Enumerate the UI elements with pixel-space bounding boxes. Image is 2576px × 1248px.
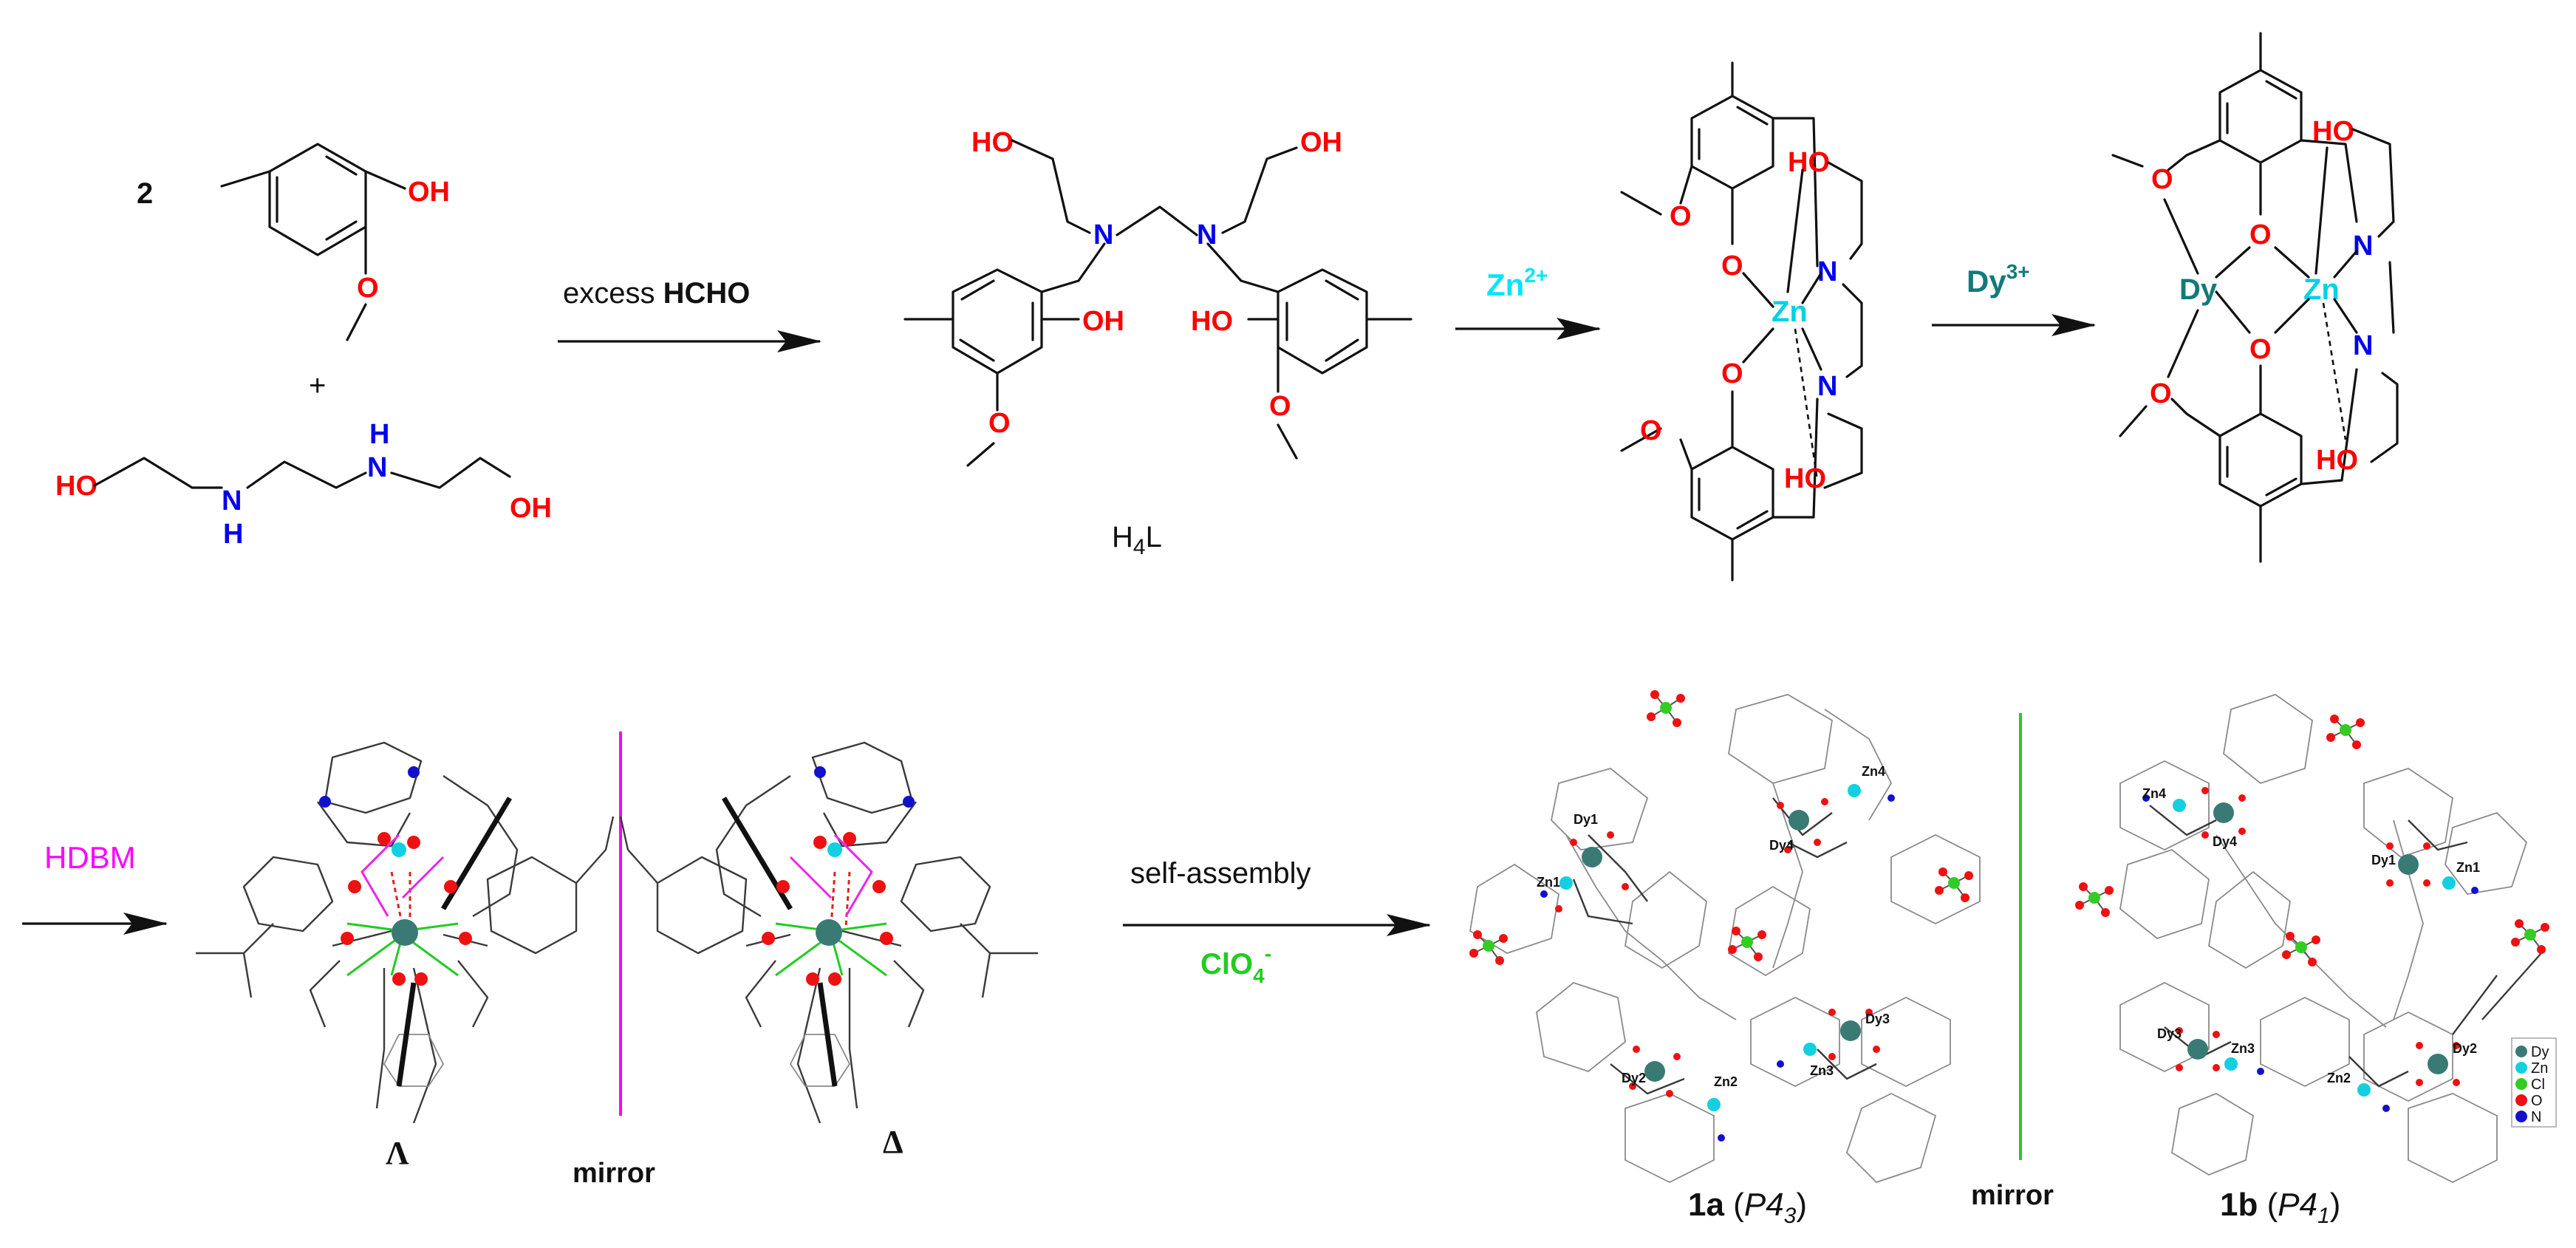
- legend-swatch-dy: [2515, 1046, 2527, 1057]
- zn-ho-bottom: HO: [1784, 463, 1826, 494]
- zn-ho-top: HO: [1788, 147, 1830, 178]
- crystal1b-label-zn2: Zn2: [2327, 1071, 2351, 1085]
- amine-h2: H: [369, 419, 389, 450]
- lambda-label: Λ: [386, 1135, 409, 1171]
- arrow-dy: Dy3+: [1932, 260, 2096, 336]
- arrow-hcho-label: excess HCHO: [563, 277, 750, 310]
- zndy-n-bottom: N: [2353, 330, 2373, 361]
- delta-label: Δ: [883, 1124, 903, 1160]
- crystal1a-label-dy1: Dy1: [1574, 812, 1598, 827]
- zndy-dy: Dy: [2179, 273, 2218, 306]
- crystal1a-label-dy4: Dy4: [1769, 838, 1794, 853]
- ligand-n-right: N: [1197, 219, 1217, 250]
- crystal-structure-1b: Zn4 Dy4 Dy1 Zn1 Dy3 Zn3 Zn2 Dy2: [2075, 694, 2549, 1184]
- zn-metal: Zn: [1772, 296, 1808, 328]
- ligand-name: H4L: [1112, 521, 1162, 559]
- zn-ome-top-o: O: [1670, 201, 1692, 232]
- self-assembly-label: self-assembly: [1130, 857, 1311, 890]
- ligand-h4l: HO N N OH OH O HO O H4L: [903, 127, 1412, 559]
- methoxy-o: O: [357, 273, 379, 304]
- phenol-oh: OH: [408, 177, 450, 208]
- zn-o-bottom: O: [1721, 358, 1743, 389]
- legend-label-dy: Dy: [2531, 1044, 2549, 1060]
- crystal1b-label-dy4: Dy4: [2213, 834, 2237, 849]
- arrow-hdbm-label: HDBM: [44, 840, 136, 875]
- arrow-hdbm: HDBM: [22, 840, 168, 935]
- ligand-ome-right-o: O: [1269, 391, 1291, 422]
- lambda-enantiomer: Λ: [196, 741, 615, 1171]
- crystal1b-label-dy2: Dy2: [2453, 1041, 2477, 1056]
- legend-label-o: O: [2531, 1093, 2543, 1109]
- amine-h1: H: [223, 519, 243, 550]
- legend-swatch-n: [2515, 1111, 2527, 1122]
- zndy-zn: Zn: [2303, 273, 2340, 306]
- zndy-ho-bottom: HO: [2316, 445, 2358, 476]
- amine-n2: N: [367, 452, 387, 483]
- zndy-complex: O O HO N Dy Zn N O O HO: [2111, 32, 2399, 563]
- reactant-amine: HO N H H N OH: [55, 419, 552, 550]
- arrow-dy-label: Dy3+: [1967, 260, 2030, 299]
- crystal1a-label-dy2: Dy2: [1622, 1071, 1646, 1085]
- zndy-n-top: N: [2353, 231, 2373, 262]
- zn-n-top: N: [1817, 256, 1837, 287]
- ligand-oh-ring-left: OH: [1082, 306, 1124, 337]
- ligand-ome-left-o: O: [988, 408, 1011, 439]
- zndy-ome-bottom-o: O: [2150, 378, 2172, 409]
- crystal1b-label-dy3: Dy3: [2157, 1026, 2182, 1041]
- mirror-label-left: mirror: [573, 1158, 655, 1189]
- zn-complex: O O HO N Zn N O O HO: [1620, 61, 1863, 582]
- mirror-label-right: mirror: [1971, 1180, 2054, 1211]
- zn-n-bottom: N: [1817, 371, 1837, 402]
- crystal1a-label-zn3: Zn3: [1810, 1063, 1834, 1078]
- delta-enantiomer: Δ: [619, 741, 1038, 1160]
- arrow-self-assembly: self-assembly ClO4-: [1123, 857, 1431, 987]
- legend-swatch-o: [2515, 1094, 2527, 1106]
- arrow-zn-label: Zn2+: [1486, 264, 1548, 302]
- coefficient: 2: [137, 177, 153, 210]
- zndy-o-bottom: O: [2249, 334, 2272, 365]
- crystal1b-label-zn4: Zn4: [2142, 786, 2166, 801]
- crystal1a-label-dy3: Dy3: [1865, 1012, 1890, 1026]
- amine-ho: HO: [55, 471, 98, 502]
- plus-sign: +: [309, 369, 326, 402]
- crystal1a-label-zn4: Zn4: [1862, 764, 1885, 779]
- crystal1a-label-zn2: Zn2: [1714, 1074, 1738, 1089]
- zndy-o-top: O: [2249, 219, 2272, 250]
- ligand-ho-left: HO: [971, 127, 1014, 158]
- legend-label-cl: Cl: [2531, 1077, 2545, 1093]
- legend-swatch-cl: [2515, 1078, 2527, 1090]
- amine-n1: N: [222, 485, 242, 516]
- caption-1a: 1a (P43): [1688, 1187, 1807, 1228]
- crystal1b-label-zn1: Zn1: [2456, 860, 2480, 875]
- ligand-ho-ring-right: HO: [1191, 306, 1233, 337]
- legend-label-zn: Zn: [2531, 1060, 2548, 1077]
- crystal-structure-1a: Dy1 Zn1 Dy4 Zn4 Dy2 Zn2 Dy3 Zn3: [1469, 690, 1981, 1184]
- crystal1a-label-zn1: Zn1: [1537, 875, 1560, 890]
- zndy-ome-top-o: O: [2151, 164, 2173, 195]
- ligand-oh-right: OH: [1300, 127, 1342, 158]
- zn-o-top: O: [1721, 250, 1743, 282]
- arrow-zn: Zn2+: [1455, 264, 1601, 340]
- amine-oh: OH: [510, 493, 552, 524]
- crystal1b-label-dy1: Dy1: [2371, 853, 2396, 867]
- crystal1b-label-zn3: Zn3: [2231, 1041, 2255, 1056]
- perchlorate-label: ClO4-: [1200, 942, 1271, 987]
- legend-swatch-zn: [2515, 1062, 2527, 1074]
- arrow-hcho: excess HCHO: [558, 277, 821, 352]
- reactant-cresol: 2 OH O +: [137, 143, 450, 402]
- caption-1b: 1b (P41): [2220, 1187, 2340, 1228]
- legend-label-n: N: [2531, 1109, 2541, 1125]
- zn-ome-bottom-o: O: [1640, 415, 1662, 446]
